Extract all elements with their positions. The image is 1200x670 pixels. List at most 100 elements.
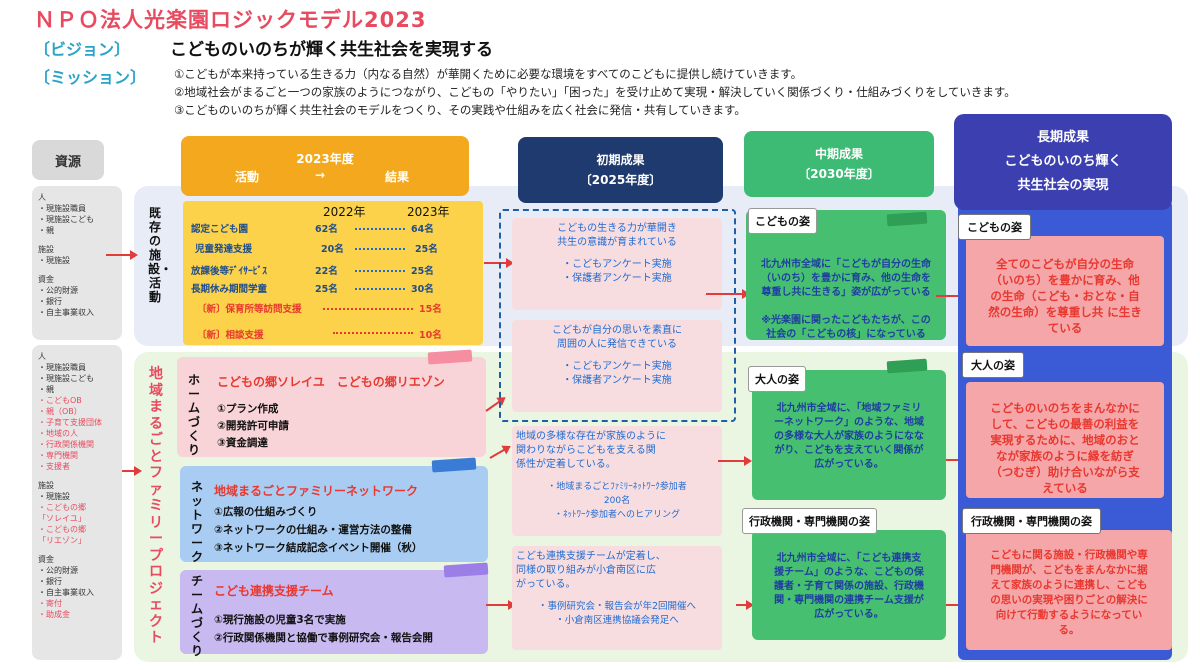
resources-box-project: 人 ・現施設職員 ・現施設こども ・親 ・こどもOB ・親（OB） ・子育て支援… <box>32 345 122 660</box>
outcome-line: 共生の意識が育まれている <box>557 237 677 248</box>
mid-header-l1: 中期成果 <box>814 147 863 161</box>
mid-children-text: 北九州市全域に「こどもが自分の生命 （いのち）を豊かに育み、他の生命を 尊重し共… <box>742 258 950 342</box>
activity-row-b: 64名 <box>411 224 434 235</box>
initial-header-l1: 初期成果 <box>596 153 645 167</box>
res2-line-red: ・こどもOB <box>38 396 82 405</box>
dotted-arrow-red <box>323 308 413 310</box>
mid-note: 社会の「こどもの核」になっている <box>766 329 926 340</box>
res1-line: 人 <box>38 193 46 202</box>
mid-line: （いのち）を豊かに育み、他の生命を <box>761 273 931 284</box>
activities-header: 2023年度 活動 → 結果 <box>181 136 469 196</box>
outcome-line: 係性が定着している。 <box>516 459 616 470</box>
res2-line-red: ・地域の人 <box>38 429 78 438</box>
mission-line-3: ③こどものいのちが輝く共生社会のモデルをつくり、その実践や仕組みを広く社会に発信… <box>174 103 746 117</box>
activity-row-a: 62名 <box>315 224 338 235</box>
outcome-line: ・小倉南区連携協議会発足へ <box>555 615 679 626</box>
team-item: ②行政関係機関と協働で事例研究会・報告会開 <box>214 632 433 644</box>
outcome-line: がっている。 <box>516 579 576 590</box>
res1-line: 施設 <box>38 245 54 254</box>
mid-line: 広がっている。 <box>814 459 884 470</box>
network-title: 地域まるごとファミリーネットワーク <box>214 484 419 498</box>
res2-line-red: 「リエゾン」 <box>38 536 86 545</box>
initial-header-l2: 〔2025年度〕 <box>579 173 662 187</box>
outcome-line: 関わりながらこどもを支える関 <box>516 445 656 456</box>
page-title: ＮＰＯ法人光楽園ロジックモデル2023 <box>34 8 427 32</box>
long-line: の生命（こども・おとな・自 <box>990 289 1140 303</box>
long-line: こどものいのちをまんなかに <box>990 401 1140 415</box>
network-item: ②ネットワークの仕組み・運営方法の整備 <box>214 524 412 536</box>
res2-line: ・現施設 <box>38 492 70 501</box>
res2-line: 資金 <box>38 555 54 564</box>
activities-header-arrow: → <box>315 168 326 182</box>
mid-line: 護者・子育て関係の施設、行政機 <box>774 581 924 592</box>
long-line: る。 <box>1058 624 1080 636</box>
mid-note: ※光楽園に関ったこどもたちが、この <box>761 315 931 326</box>
vision-label: 〔ビジョン〕 <box>34 40 131 59</box>
res2-line-red: ・支援者 <box>38 462 70 471</box>
res1-line: ・親 <box>38 226 54 235</box>
dotted-arrow <box>355 228 405 230</box>
outcome-line: こども連携支援チームが定着し、 <box>516 551 666 562</box>
activity-row-b: 25名 <box>411 266 434 277</box>
long-line: こどもに関る施設・行政機関や専 <box>990 549 1148 561</box>
arrow-resources-existing <box>106 250 138 260</box>
dotted-arrow <box>355 248 405 250</box>
network-section: ネットワーク 地域まるごとファミリーネットワーク ①広報の仕組みづくり ②ネット… <box>180 466 488 564</box>
outcome-line: ・事例研究会・報告会が年2回開催へ <box>537 601 697 612</box>
long-header-l1: 長期成果 <box>1036 130 1089 145</box>
initial-header: 初期成果 〔2025年度〕 <box>518 137 723 203</box>
team-item: ①現行施設の児童3名で実施 <box>214 614 346 626</box>
initial-outcome-3: 地域の多様な存在が家族のように 関わりながらこどもを支える関 係性が定着している… <box>512 426 722 536</box>
long-line: なが家族のように縁を紡ぎ <box>996 449 1134 463</box>
outcome-line: 同様の取り組みが小倉南区に広 <box>516 565 656 576</box>
mid-line: 尊重し共に生きる」姿が広がっている <box>761 287 931 298</box>
outcome-line: ・こどもアンケート実施 <box>562 259 672 270</box>
res2-line: ・現施設こども <box>38 374 94 383</box>
res2-line: ・銀行 <box>38 577 62 586</box>
long-line: 向けて行動するようになってい <box>995 609 1143 621</box>
network-item: ①広報の仕組みづくり <box>214 506 318 518</box>
outcome-line: こどもの生きる力が華開き <box>557 223 677 234</box>
mid-line: 関・専門機関の連携チーム支援が <box>774 595 924 606</box>
mid-adults-text: 北九州市全域に、「地域ファミリ ーネットワーク」のような、地域 の多様な大人が家… <box>752 402 946 472</box>
activity-row-b: 25名 <box>415 244 438 255</box>
mid-gov-panel <box>752 530 946 640</box>
initial-dashed-group <box>499 209 736 422</box>
arrow-initial-mid-2 <box>718 456 752 466</box>
mid-gov-text: 北九州市全域に、「こども連携支 援チーム」のような、こどもの保 護者・子育て関係… <box>752 552 946 622</box>
outcome-line: こどもが自分の思いを素直に <box>552 325 682 336</box>
res1-line: ・現施設職員 <box>38 204 86 213</box>
activity-row-name: 認定こども園 <box>191 224 249 235</box>
year-2023: 2023年 <box>407 205 450 219</box>
long-children-text: 全てのこどもが自分の生命 （いのち）を豊かに育み、他 の生命（こども・おとな・自… <box>966 256 1164 336</box>
res1-line: ・銀行 <box>38 297 62 306</box>
activity-row-name: 長期休み期間学童 <box>191 284 268 295</box>
initial-outcome-4: こども連携支援チームが定着し、 同様の取り組みが小倉南区に広 がっている。 ・事… <box>512 546 722 650</box>
activity-new-row-b: 15名 <box>419 304 442 315</box>
activity-row-a: 22名 <box>315 266 338 277</box>
home-item: ②開発許可申請 <box>217 420 289 432</box>
res2-line-red: ・助成金 <box>38 610 70 619</box>
long-gov-panel <box>966 530 1172 650</box>
team-section: チームづくり こども連携支援チーム ①現行施設の児童3名で実施 ②行政関係機関と… <box>180 570 488 658</box>
activities-header-result: 結果 <box>385 170 410 184</box>
mid-header: 中期成果 〔2030年度〕 <box>744 131 934 197</box>
res2-line-red: 「ソレイユ」 <box>38 514 86 523</box>
outcome-line: 200名 <box>603 496 631 506</box>
outcome-line: ・ﾈｯﾄﾜｰｸ参加者へのヒアリング <box>553 510 680 520</box>
network-vertical-label: ネットワーク <box>190 480 203 564</box>
existing-activities-box: 2022年 2023年 認定こども園 62名 64名 児童発達支援 20名 25… <box>183 201 483 345</box>
mid-children-tag: こどもの姿 <box>748 208 817 234</box>
res2-line-red: ・寄付 <box>38 599 62 608</box>
mid-header-l2: 〔2030年度〕 <box>798 167 880 181</box>
long-gov-text: こどもに関る施設・行政機関や専 門機関が、こどもをまんなかに据 えて家族のように… <box>966 548 1172 638</box>
long-line: 実現するために、地域のおと <box>990 433 1140 447</box>
long-line: えている <box>1042 481 1088 495</box>
res1-line: 資金 <box>38 275 54 284</box>
vision-text: こどものいのちが輝く共生社会を実現する <box>170 40 493 60</box>
long-header-l2: こどものいのち輝く <box>1004 154 1122 169</box>
res2-line: 人 <box>38 352 46 361</box>
mid-line: の多様な大人が家族のようになな <box>774 431 924 442</box>
long-adults-panel <box>966 382 1164 498</box>
activity-row-b: 30名 <box>411 284 434 295</box>
